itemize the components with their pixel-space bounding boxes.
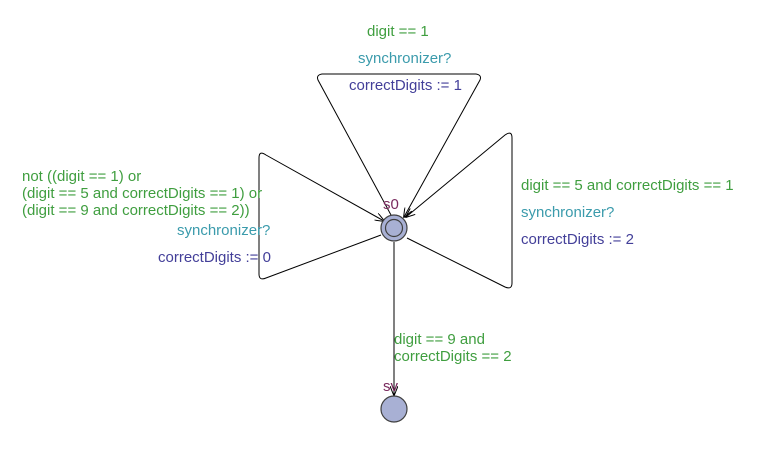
edge-left-selfloop[interactable] [258, 152, 384, 280]
location-sv[interactable] [380, 395, 408, 423]
edge-left-assign[interactable]: correctDigits := 0 [158, 249, 271, 266]
edge-top-guard[interactable]: digit == 1 [367, 23, 429, 40]
edge-down-guard-line-2[interactable]: correctDigits == 2 [394, 348, 512, 365]
edge-right-sync[interactable]: synchronizer? [521, 204, 615, 221]
edge-top-assign[interactable]: correctDigits := 1 [349, 77, 462, 94]
location-name-sv: sv [383, 378, 398, 395]
edge-right-selfloop[interactable] [406, 132, 513, 289]
edge-top-sync[interactable]: synchronizer? [358, 50, 452, 67]
edge-right-guard[interactable]: digit == 5 and correctDigits == 1 [521, 177, 734, 194]
edge-left-guard-line-2[interactable]: (digit == 5 and correctDigits == 1) or [22, 185, 263, 202]
location-name-s0: s0 [383, 196, 399, 213]
edge-left-guard-line-3[interactable]: (digit == 9 and correctDigits == 2)) [22, 202, 250, 219]
edge-left-sync[interactable]: synchronizer? [177, 222, 271, 239]
edge-down-guard-line-1[interactable]: digit == 9 and [394, 331, 485, 348]
location-s0[interactable] [380, 214, 408, 242]
edge-right-assign[interactable]: correctDigits := 2 [521, 231, 634, 248]
edge-top-selfloop[interactable] [317, 73, 481, 217]
edge-left-guard-line-1[interactable]: not ((digit == 1) or [22, 168, 142, 185]
